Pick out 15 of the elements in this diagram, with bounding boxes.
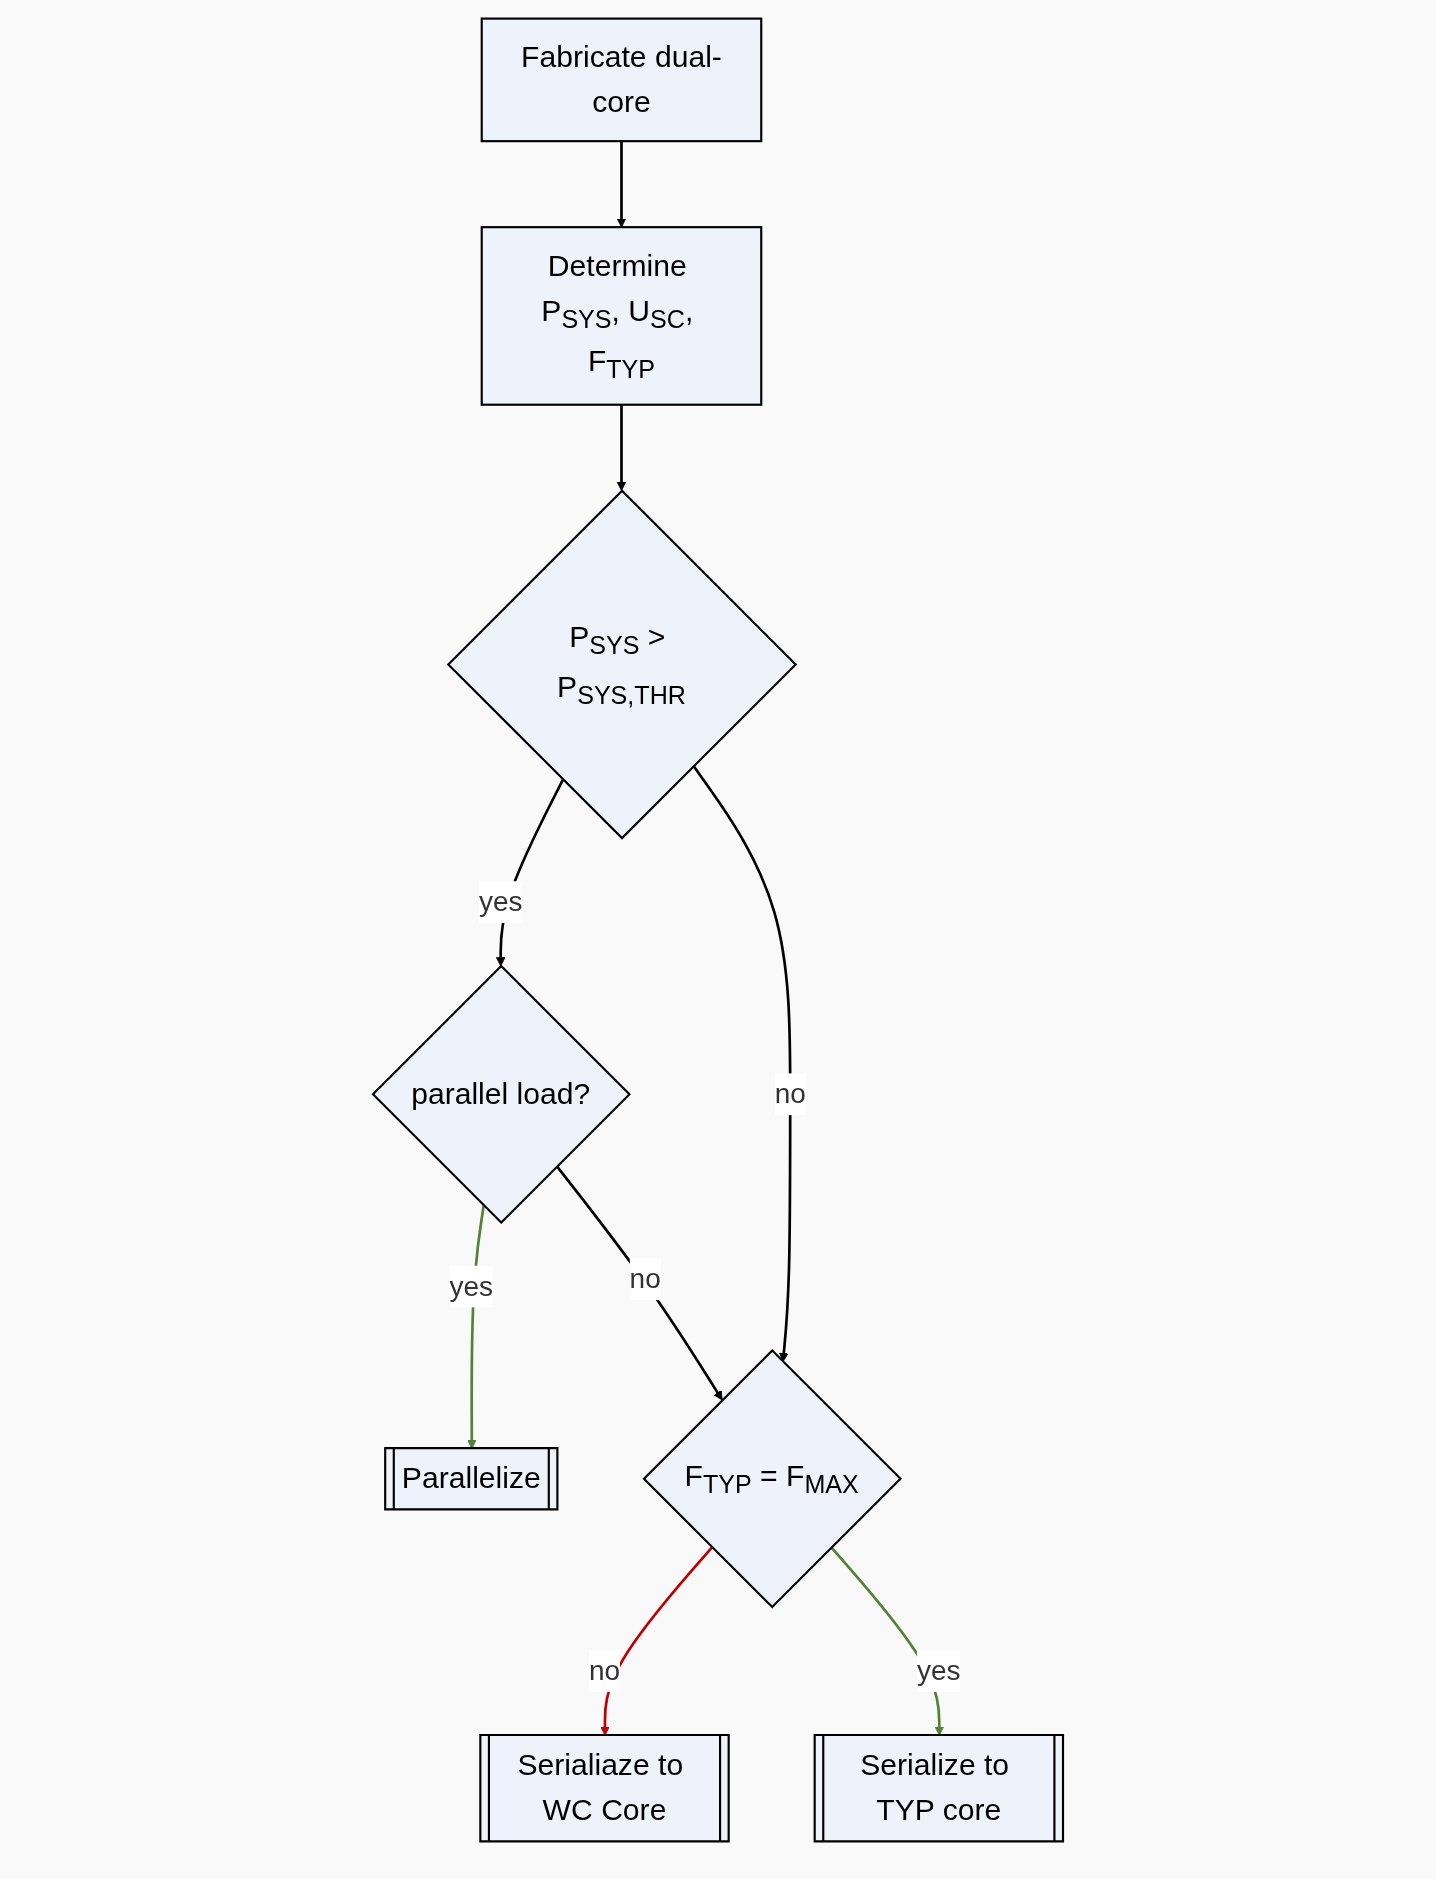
edge-label: yes [478, 885, 523, 918]
edge-label: no [588, 1654, 621, 1687]
node-diamond: P$_{SYS}$ > P$_{SYS,THR}$ [446, 489, 798, 840]
node-diamond: F$_{TYP}$ = F$_{MAX}$ [642, 1348, 902, 1609]
arrow [616, 404, 627, 492]
node-box: Fabricate dual-core [480, 17, 763, 143]
edge-label: no [629, 1262, 661, 1295]
arrow [692, 765, 792, 1363]
arrow [616, 141, 627, 228]
edge-label: yes [449, 1269, 494, 1303]
edge-label: no [774, 1077, 806, 1110]
node-box: Determine P$_{SYS}$, U$_{SC}$, F$_{TYP}$ [480, 226, 763, 406]
edge-label: yes [917, 1654, 961, 1687]
node-diamond: parallel load? [371, 964, 631, 1225]
arrow [555, 1165, 723, 1401]
